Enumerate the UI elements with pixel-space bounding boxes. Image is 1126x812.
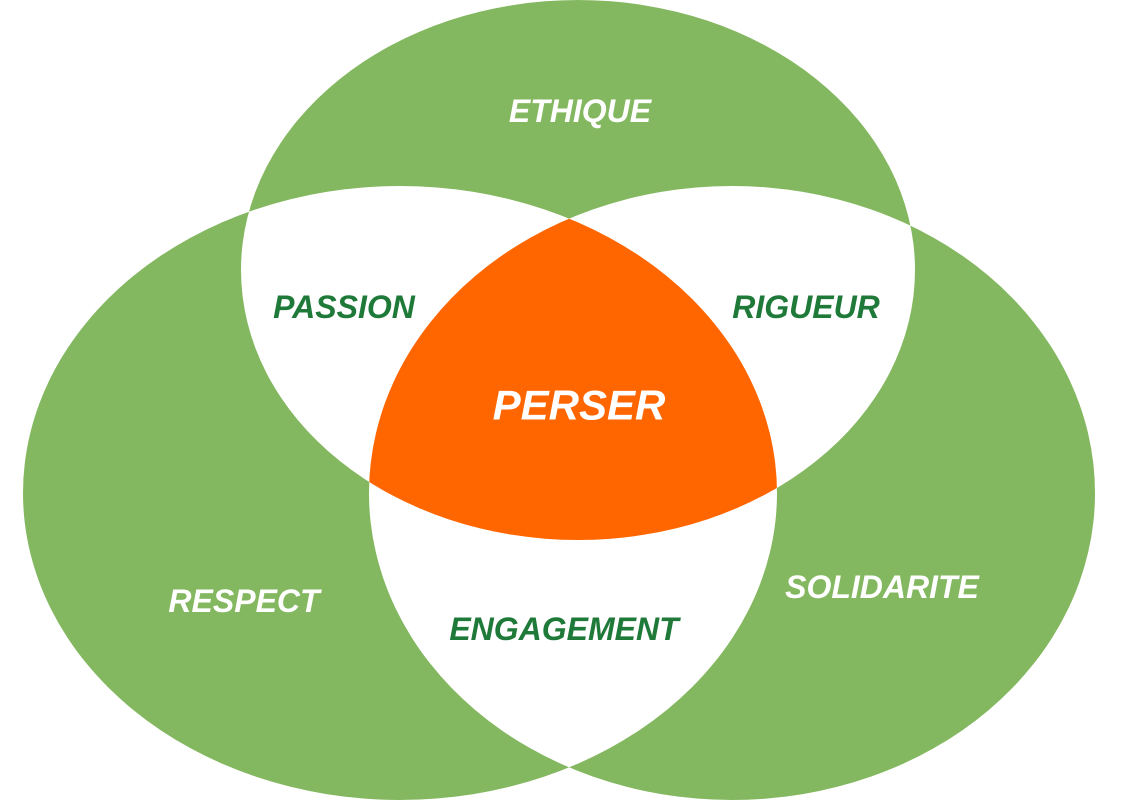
label-solidarite: SOLIDARITE: [785, 569, 980, 605]
label-respect: RESPECT: [168, 583, 322, 619]
label-passion: PASSION: [273, 289, 416, 325]
label-engagement: ENGAGEMENT: [449, 611, 681, 647]
label-perser: PERSER: [493, 382, 666, 429]
label-ethique: ETHIQUE: [509, 93, 653, 129]
overlap-center: [369, 186, 777, 540]
label-rigueur: RIGUEUR: [732, 289, 880, 325]
